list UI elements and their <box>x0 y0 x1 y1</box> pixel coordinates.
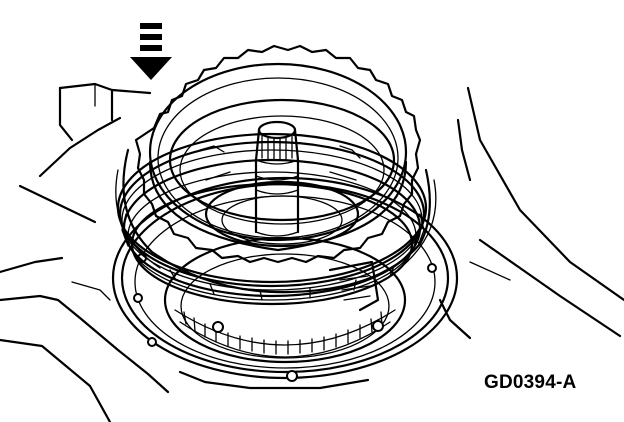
clutch-plate-stack <box>116 132 428 306</box>
input-shaft <box>254 120 300 237</box>
transmission-case-right <box>438 86 624 340</box>
clutch-drum <box>168 98 396 248</box>
transmission-case <box>0 82 170 422</box>
top-clutch-plate <box>134 44 422 264</box>
down-arrow-icon <box>130 23 172 80</box>
clutch-ring-edges <box>115 148 437 294</box>
figure-label: GD0394-A <box>484 372 577 393</box>
